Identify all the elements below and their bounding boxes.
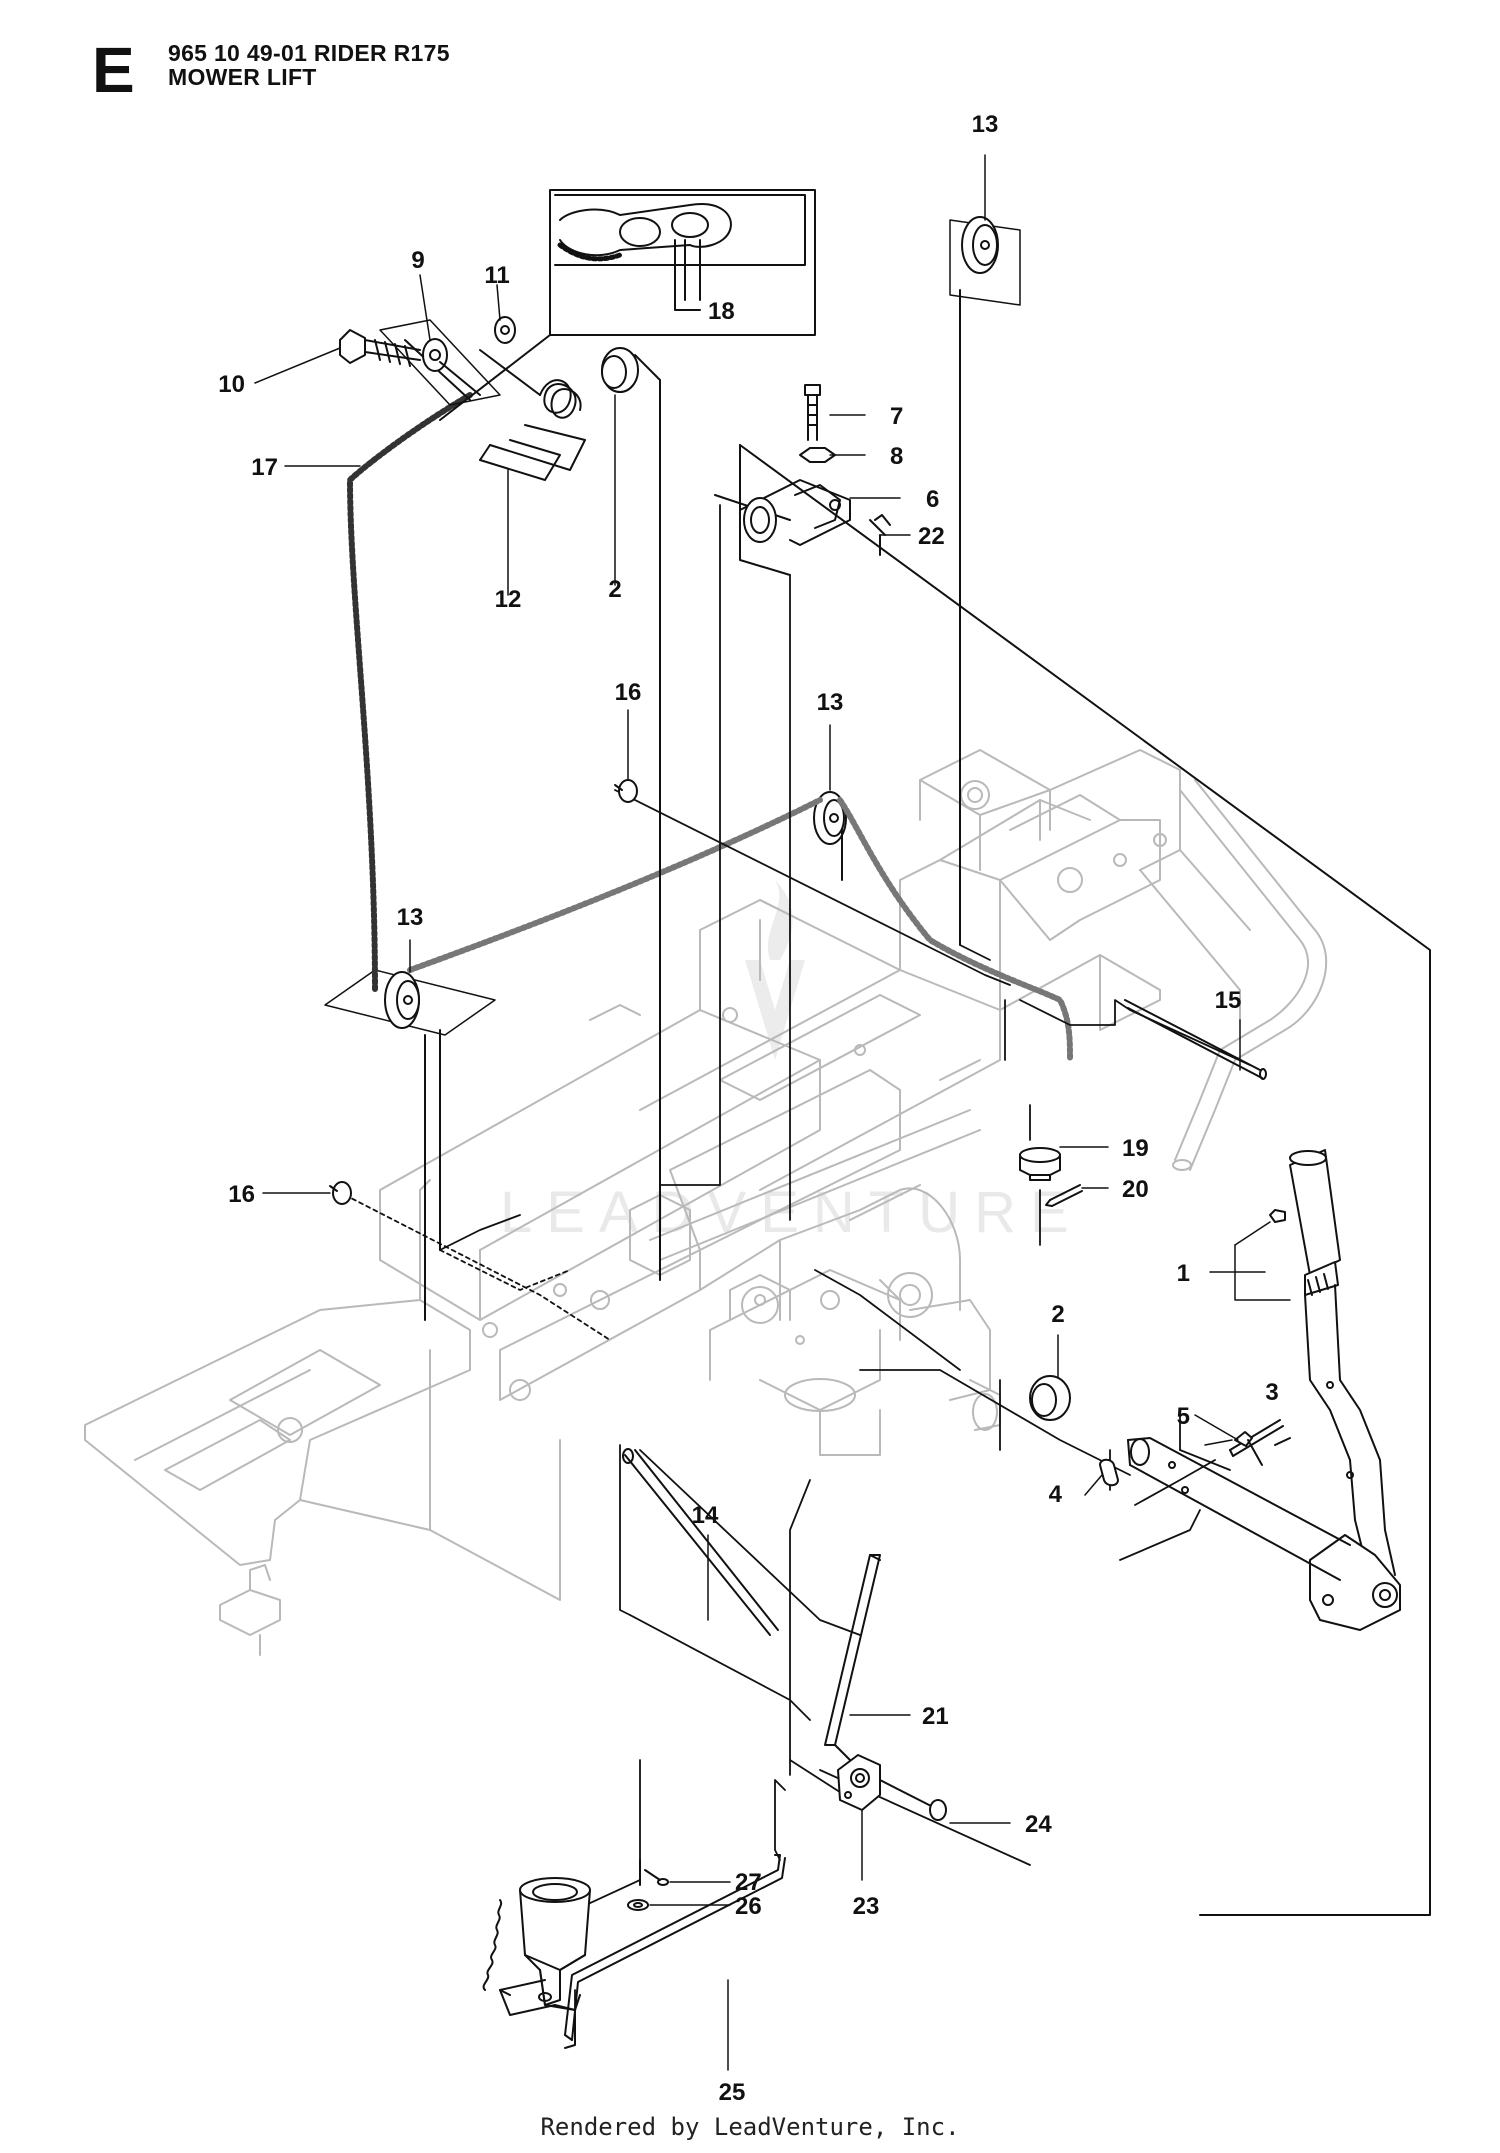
callout-1: 1 bbox=[1177, 1260, 1190, 1287]
chain-detail-box-18 bbox=[439, 189, 816, 421]
callout-13-top: 13 bbox=[972, 111, 999, 138]
pin-27 bbox=[639, 1859, 669, 1886]
callout-16-upper: 16 bbox=[615, 679, 642, 706]
callout-17: 17 bbox=[251, 454, 278, 481]
callout-10: 10 bbox=[218, 371, 245, 398]
callout-15: 15 bbox=[1215, 987, 1242, 1014]
sheave-13-top bbox=[949, 216, 1021, 946]
footer-credit: Rendered by LeadVenture, Inc. bbox=[540, 2113, 960, 2141]
bushing-19 bbox=[1019, 1147, 1061, 1181]
pivot-plate-23 bbox=[837, 1754, 936, 1811]
lift-shaft bbox=[1029, 1375, 1351, 1581]
tractor-frame bbox=[84, 749, 1328, 1656]
bushing-2-top bbox=[601, 347, 661, 1281]
callout-16-lower: 16 bbox=[228, 1181, 255, 1208]
clip-16-upper bbox=[614, 779, 638, 803]
callout-8: 8 bbox=[890, 443, 903, 470]
callout-3: 3 bbox=[1265, 1379, 1278, 1406]
link-rod-21 bbox=[824, 1554, 881, 1761]
callout-2-top: 2 bbox=[608, 576, 621, 603]
cable-bracket-6 bbox=[714, 384, 1431, 1916]
callout-22: 22 bbox=[918, 523, 945, 550]
callout-24: 24 bbox=[1025, 1811, 1052, 1838]
callout-5: 5 bbox=[1177, 1403, 1190, 1430]
sheave-13-lower bbox=[324, 969, 496, 1321]
callout-2-lower: 2 bbox=[1051, 1301, 1064, 1328]
clip-24 bbox=[929, 1799, 947, 1821]
callout-6: 6 bbox=[926, 486, 939, 513]
callout-12: 12 bbox=[495, 586, 522, 613]
callout-7: 7 bbox=[890, 403, 903, 430]
callout-26: 26 bbox=[735, 1893, 762, 1920]
lift-handle-1 bbox=[1269, 1149, 1401, 1631]
lift-chain-17 bbox=[347, 392, 1073, 1063]
callout-9: 9 bbox=[411, 247, 424, 274]
callout-23: 23 bbox=[853, 1893, 880, 1920]
callout-leaders bbox=[254, 154, 1291, 2071]
model-title: 965 10 49-01 RIDER R175 bbox=[168, 40, 450, 66]
hairpin-20 bbox=[1045, 1184, 1083, 1207]
callout-4: 4 bbox=[1049, 1481, 1063, 1508]
section-letter: E bbox=[92, 34, 135, 106]
callout-25: 25 bbox=[719, 2079, 746, 2106]
callout-11: 11 bbox=[484, 262, 509, 289]
mower-lift-parts bbox=[254, 154, 1431, 2071]
leadventure-watermark: LEADVENTURE bbox=[500, 880, 1083, 1245]
pedal-assembly bbox=[482, 1877, 591, 2049]
torsion-spring-12 bbox=[479, 349, 586, 481]
callout-labels: 13 9 11 10 17 18 12 2 7 8 6 22 16 13 13 … bbox=[218, 111, 1278, 2106]
callout-19: 19 bbox=[1122, 1135, 1149, 1162]
sheave-13-middle bbox=[813, 791, 847, 881]
callout-27: 27 bbox=[735, 1869, 762, 1896]
assembly-title: MOWER LIFT bbox=[168, 64, 317, 90]
bolt-bracket-9-10-11 bbox=[339, 316, 516, 406]
rod-14 bbox=[622, 1448, 779, 1636]
callout-20: 20 bbox=[1122, 1176, 1149, 1203]
callout-14: 14 bbox=[692, 1502, 719, 1529]
callout-13-lower: 13 bbox=[397, 904, 424, 931]
clip-16-lower bbox=[329, 1181, 352, 1205]
exploded-view-leader-lines bbox=[344, 504, 1251, 2041]
pins-3-4-5 bbox=[1099, 1419, 1291, 1487]
washer-26 bbox=[627, 1899, 649, 1911]
callout-13-middle: 13 bbox=[817, 689, 844, 716]
callout-18: 18 bbox=[708, 298, 735, 325]
watermark-text: LEADVENTURE bbox=[500, 1180, 1083, 1245]
callout-21: 21 bbox=[922, 1703, 949, 1730]
